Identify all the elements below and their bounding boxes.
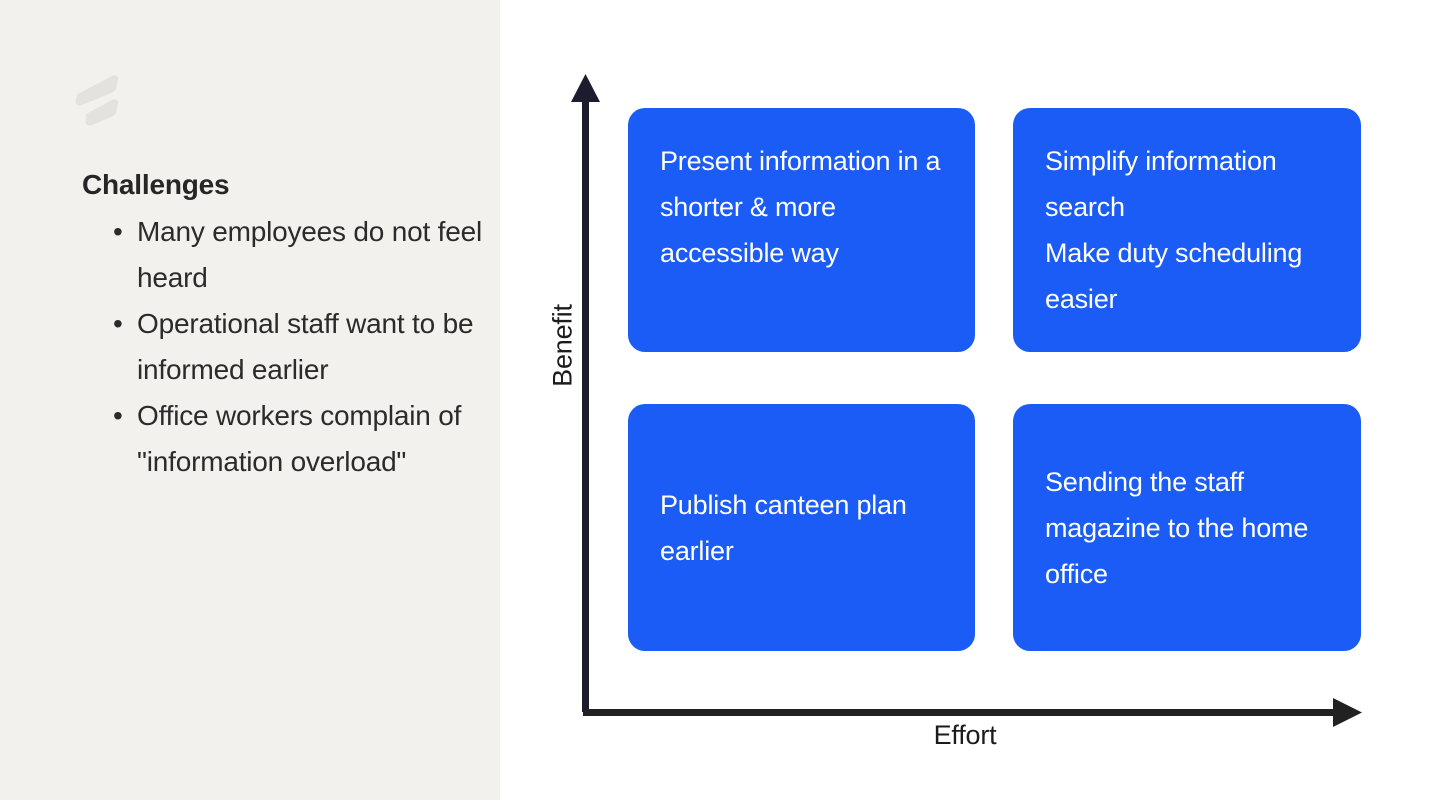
list-item: • Operational staff want to be informed … bbox=[82, 301, 482, 393]
quadrant-item-label: Present information in a shorter & more … bbox=[660, 146, 941, 268]
bullet-glyph: • bbox=[113, 308, 123, 339]
challenges-heading: Challenges bbox=[82, 169, 230, 200]
challenges-list: • Many employees do not feel heard • Ope… bbox=[82, 209, 482, 485]
list-item-label: Office workers complain of "information … bbox=[137, 400, 462, 477]
list-item: • Many employees do not feel heard bbox=[82, 209, 482, 301]
list-item-label: Operational staff want to be informed ea… bbox=[137, 308, 474, 385]
left-panel: Challenges • Many employees do not feel … bbox=[0, 0, 500, 800]
y-axis-label: Benefit bbox=[547, 304, 578, 387]
flag-logo-watermark bbox=[72, 74, 120, 134]
matrix-chart: Benefit Effort Present information in a … bbox=[500, 0, 1440, 800]
axes-group bbox=[571, 74, 1362, 727]
list-item: • Office workers complain of "informatio… bbox=[82, 393, 482, 485]
bullet-glyph: • bbox=[113, 216, 123, 247]
y-axis-arrow-icon bbox=[571, 74, 600, 102]
bullet-glyph: • bbox=[113, 400, 123, 431]
quadrant-item-label: Sending the staff magazine to the home o… bbox=[1045, 466, 1309, 589]
quadrant-item-label: Publish canteen plan earlier bbox=[660, 489, 907, 566]
quadrant-card-high-benefit-low-effort[interactable]: Present information in a shorter & more … bbox=[628, 108, 975, 352]
x-axis-label: Effort bbox=[933, 720, 997, 750]
quadrant-item-label: Simplify information search bbox=[1045, 146, 1277, 222]
quadrant-card-low-benefit-low-effort[interactable]: Publish canteen plan earlier bbox=[628, 404, 975, 651]
x-axis-arrow-icon bbox=[1333, 698, 1362, 727]
quadrant-item-label: Make duty scheduling easier bbox=[1045, 238, 1303, 314]
list-item-label: Many employees do not feel heard bbox=[137, 216, 483, 293]
quadrant-card-high-benefit-high-effort[interactable]: Simplify information search Make duty sc… bbox=[1013, 108, 1361, 352]
challenges-block: Challenges • Many employees do not feel … bbox=[82, 165, 482, 485]
quadrant-card-low-benefit-high-effort[interactable]: Sending the staff magazine to the home o… bbox=[1013, 404, 1361, 651]
